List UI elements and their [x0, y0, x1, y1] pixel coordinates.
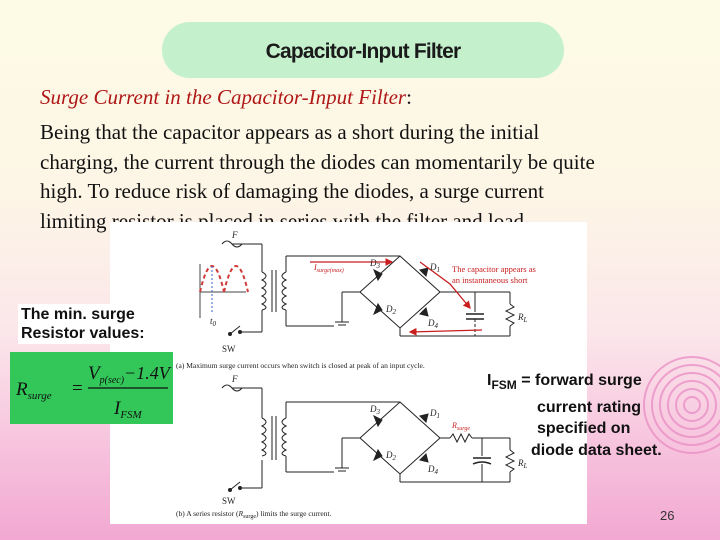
body-paragraph: Being that the capacitor appears as a sh…	[40, 118, 690, 236]
transformer-icon	[260, 416, 288, 460]
switch-label: SW	[222, 496, 236, 506]
formula-lhs: Rsurge	[15, 379, 52, 402]
ifsm-note: IFSM = forward surge current rating spec…	[487, 370, 697, 461]
ifsm-line: current rating	[537, 398, 642, 416]
label-line: Resistor values:	[21, 325, 145, 342]
circuit-b: F SW	[176, 374, 528, 520]
ifsm-line: specified on	[537, 420, 631, 438]
formula-equals: =	[72, 378, 83, 399]
d3-label: D3	[369, 258, 381, 270]
paragraph-line: Being that the capacitor appears as a sh…	[40, 120, 540, 144]
fuse-label: F	[231, 374, 238, 384]
rsurge-formula: Rsurge = Vp(sec)−1.4V IFSM	[10, 352, 173, 424]
surge-resistor-icon	[449, 432, 473, 444]
circuit-a: t0 F SW	[176, 230, 536, 370]
d1-label: D1	[429, 262, 440, 274]
surge-label: Isurge(max)	[313, 263, 344, 274]
capacitor-annotation: an instantaneous short	[452, 275, 528, 285]
caption-a: (a) Maximum surge current occurs when sw…	[176, 361, 425, 370]
t0-label: t0	[210, 316, 217, 328]
d4-label: D4	[427, 464, 439, 476]
d2-label: D2	[385, 304, 397, 316]
min-surge-label: The min. surge Resistor values:	[18, 304, 148, 344]
caption-b: (b) A series resistor (Rsurge) limits th…	[176, 509, 332, 520]
rl-label: RL	[517, 312, 528, 324]
switch-label: SW	[222, 344, 236, 354]
formula-numerator: Vp(sec)−1.4V	[88, 363, 172, 386]
rsurge-label: Rsurge	[451, 421, 470, 432]
load-resistor-icon	[504, 303, 516, 327]
d4-label: D4	[427, 318, 439, 330]
subtitle-colon: :	[406, 85, 412, 109]
switch-icon	[228, 481, 242, 492]
formula-denominator: IFSM	[113, 398, 143, 421]
decorative-swirl	[643, 356, 720, 454]
slide-title: Capacitor-Input Filter	[265, 40, 462, 63]
fuse-label: F	[231, 230, 238, 240]
d2-label: D2	[385, 450, 397, 462]
switch-icon	[228, 325, 242, 336]
load-resistor-icon	[504, 449, 516, 473]
d3-label: D3	[369, 404, 381, 416]
paragraph-line: high. To reduce risk of damaging the dio…	[40, 179, 544, 203]
d1-label: D1	[429, 408, 440, 420]
paragraph-line: charging, the current through the diodes…	[40, 149, 595, 174]
ifsm-line: IFSM = forward surge	[487, 372, 642, 393]
capacitor-annotation: The capacitor appears as	[452, 264, 536, 274]
fuse-icon	[221, 384, 243, 392]
fuse-icon	[221, 240, 243, 248]
rl-label: RL	[517, 458, 528, 470]
title-banner: Capacitor-Input Filter	[162, 22, 564, 78]
transformer-icon	[260, 270, 288, 312]
slide-subtitle: Surge Current in the Capacitor-Input Fil…	[40, 85, 412, 110]
label-line: The min. surge	[21, 306, 135, 323]
page-number: 26	[660, 508, 675, 523]
circuit-figure: t0 F SW	[110, 222, 587, 524]
input-waveform	[199, 264, 249, 318]
subtitle-text: Surge Current in the Capacitor-Input Fil…	[40, 85, 407, 109]
ifsm-line: diode data sheet.	[531, 441, 662, 459]
